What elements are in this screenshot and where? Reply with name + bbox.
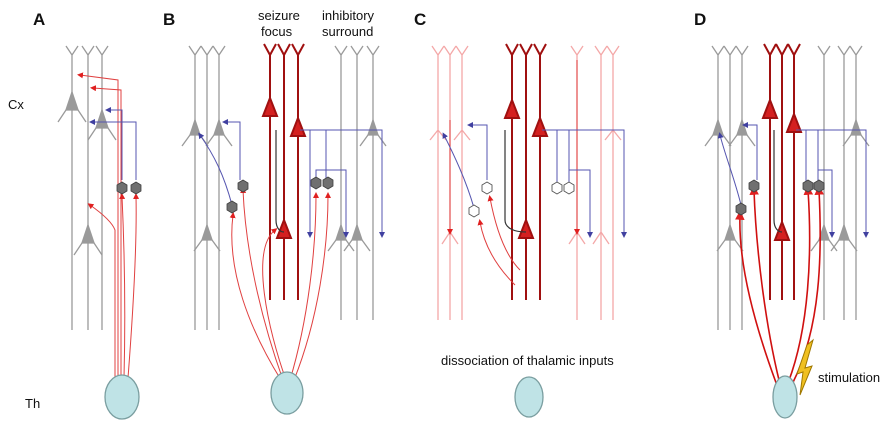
interneurons-b (226, 176, 334, 214)
neutral-neurons-b (181, 45, 387, 330)
panel-a-label: A (33, 10, 45, 29)
panel-c: C dissociation of thalamic inputs (414, 10, 627, 418)
dissociation-label: dissociation of thalamic inputs (441, 353, 614, 368)
thalamocortical-axons-d (735, 185, 825, 389)
seizure-focus-label-line1: seizure (258, 8, 300, 23)
panel-d: D stimulation (694, 10, 880, 419)
thalamus-d (772, 375, 798, 419)
stimulation-bolt-icon (796, 338, 814, 396)
stimulation-label: stimulation (818, 370, 880, 385)
neutral-neurons-d (704, 45, 870, 330)
pyramidal-neurons-a (57, 45, 117, 330)
interneurons-a (116, 181, 142, 195)
seizure-focus-label-line2: focus (261, 24, 293, 39)
interneurons-c (468, 181, 575, 218)
panel-b: B seizure focus inhibitory surround (163, 8, 387, 415)
faded-neurons-c (429, 45, 622, 320)
thalamocortical-axons-a (77, 72, 140, 379)
faded-inputs-c (447, 60, 580, 235)
thalamocortical-axons-b (229, 187, 331, 381)
panel-a: A Cx Th (8, 10, 142, 420)
seizure-focus-neurons-c (503, 43, 549, 300)
panel-c-label: C (414, 10, 426, 29)
cortex-label: Cx (8, 97, 24, 112)
thalamus-label-a: Th (25, 396, 40, 411)
thalamocortical-axons-c (477, 195, 521, 286)
thalamus-b (270, 371, 304, 415)
seizure-focus-neurons-d (761, 43, 803, 300)
panel-b-label: B (163, 10, 175, 29)
inhibitory-axons-c (442, 122, 627, 238)
interneurons-d (735, 179, 825, 216)
inhibitory-axons-d (717, 122, 869, 238)
seizure-focus-neurons-b (261, 43, 307, 300)
thalamus-c (514, 376, 544, 418)
panel-d-label: D (694, 10, 706, 29)
inhibitory-surround-label-line2: surround (322, 24, 373, 39)
inhibitory-axons-a (89, 107, 137, 180)
inhibitory-surround-label-line1: inhibitory (322, 8, 375, 23)
thalamus-a (104, 374, 140, 420)
